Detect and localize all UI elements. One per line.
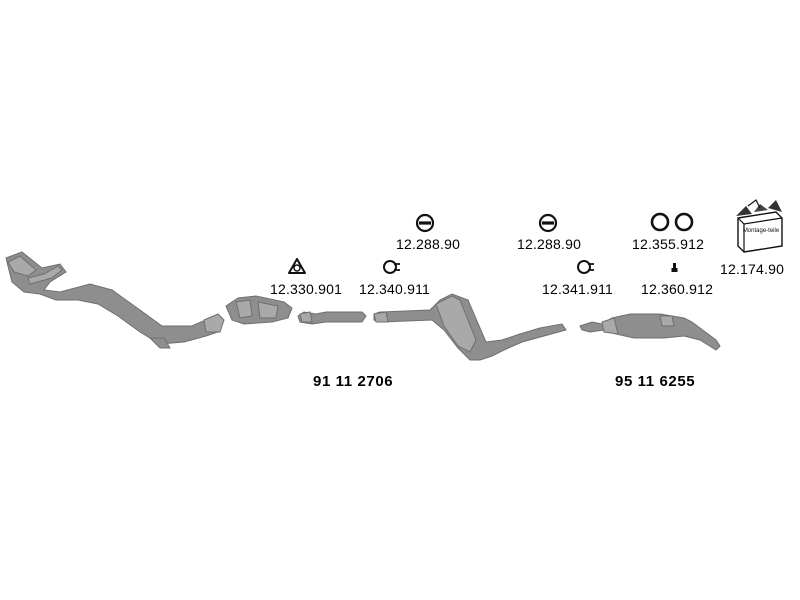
- clamp-2-icon: [577, 260, 594, 274]
- flange-gasket-label: 12.330.901: [270, 281, 343, 297]
- gasket-2-label: 12.288.90: [517, 236, 582, 252]
- rings-icon: [650, 212, 694, 232]
- mounting-kit-label: 12.174.90: [720, 261, 785, 277]
- rear-silencer-part: [579, 313, 721, 351]
- bolt-icon: [671, 263, 678, 272]
- clamp-1-icon: [383, 260, 400, 274]
- gasket-1-icon: [415, 213, 435, 233]
- gasket-1-label: 12.288.90: [396, 236, 461, 252]
- flange-gasket-icon: [288, 258, 306, 274]
- mounting-kit-box-icon: Montage-teile: [736, 199, 783, 253]
- middle-silencer-label: 91 11 2706: [313, 373, 394, 390]
- kit-box-text: Montage-teile: [743, 228, 780, 234]
- rear-silencer-label: 95 11 6255: [615, 373, 696, 390]
- catalytic-converter: [225, 295, 293, 325]
- middle-silencer-part: [373, 293, 567, 361]
- intermediate-pipe: [297, 311, 367, 325]
- gasket-2-icon: [538, 213, 558, 233]
- rings-label: 12.355.912: [632, 236, 705, 252]
- front-pipe: [5, 251, 225, 349]
- clamp-2-label: 12.341.911: [542, 281, 614, 297]
- clamp-1-label: 12.340.911: [359, 281, 431, 297]
- bolt-label: 12.360.912: [641, 281, 714, 297]
